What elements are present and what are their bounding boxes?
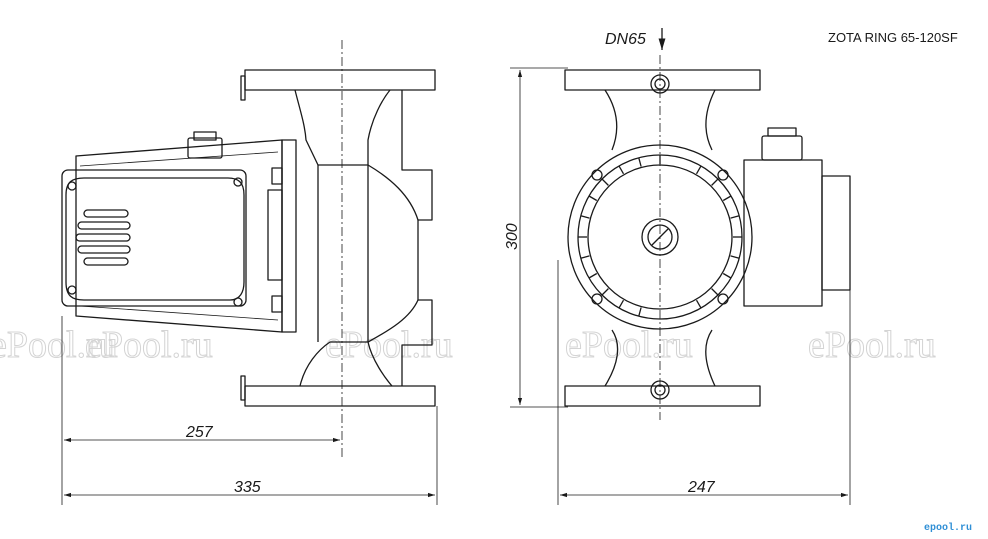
cover-screw-2 (233, 177, 243, 187)
cooling-rib (580, 215, 590, 219)
front-view (564, 55, 851, 420)
motor-lug-top (271, 167, 283, 185)
bottom-flange-bolt (240, 375, 246, 401)
cooling-rib (618, 299, 625, 309)
cooling-rib (601, 178, 609, 186)
cooling-rib (638, 157, 642, 167)
watermark-4: ePool.ru (565, 324, 693, 366)
body-upper-neck (294, 89, 391, 166)
front-lower-neck (604, 329, 716, 387)
bottom-flange (244, 385, 436, 407)
top-flange-bolt (240, 75, 246, 101)
motor-neck (267, 189, 283, 281)
cable-gland (187, 137, 223, 159)
cooling-rib (722, 272, 732, 279)
cover-screw-1 (67, 181, 77, 191)
watermark-5: ePool.ru (808, 324, 936, 366)
cooling-rib (711, 288, 719, 296)
terminal-box (61, 169, 247, 307)
vent-slots (75, 209, 131, 266)
body-right-outline (401, 90, 433, 386)
terminal-cover (65, 177, 245, 301)
dimensions: DN65 300 257 335 247 (61, 28, 851, 505)
cooling-rib (588, 272, 598, 279)
model-title: ZOTA RING 65-120SF (828, 30, 958, 45)
watermark-row: ePool.ru ePool.ru ePool.ru ePool.ru ePoo… (0, 324, 936, 367)
cooling-rib (638, 307, 642, 317)
front-cable-gland (761, 135, 803, 161)
top-flange (244, 69, 436, 91)
epool-logo: epool.ru (924, 522, 972, 534)
cooling-rib (722, 195, 732, 202)
face-screw-1 (591, 169, 603, 181)
face-screw-3 (591, 293, 603, 305)
dim-335-label: 335 (234, 479, 261, 496)
dim-247-label: 247 (687, 479, 716, 496)
front-cable-gland-nut (767, 127, 797, 137)
front-terminal-cover (821, 175, 851, 291)
volute-curves (367, 164, 419, 343)
cooling-rib (730, 255, 740, 259)
cooling-rib (601, 288, 609, 296)
motor-fins (79, 151, 279, 321)
dim-300-label: 300 (504, 223, 521, 250)
body-core (317, 165, 369, 342)
cooling-rib (580, 255, 590, 259)
dim-257-label: 257 (185, 424, 214, 441)
cooling-rib (695, 165, 702, 175)
front-bottom-flange (564, 385, 761, 407)
watermark-1: ePool.ru (0, 324, 118, 366)
cover-screw-4 (233, 297, 243, 307)
cooling-rib (730, 215, 740, 219)
face-screw-2 (717, 169, 729, 181)
front-top-flange (564, 69, 761, 91)
cooling-rib (588, 195, 598, 202)
motor-lug-bottom (271, 295, 283, 313)
front-terminal-box (743, 159, 823, 307)
side-view (61, 40, 436, 460)
watermark-2: ePool.ru (85, 324, 213, 366)
front-upper-neck (604, 89, 716, 151)
dn-label: DN65 (605, 31, 646, 48)
motor-housing (75, 139, 283, 333)
face-screw-4 (717, 293, 729, 305)
cooling-rib (618, 165, 625, 175)
cable-gland-nut (193, 131, 217, 141)
cooling-rib (695, 299, 702, 309)
cooling-rib (711, 178, 719, 186)
motor-flange (281, 139, 297, 333)
body-lower-neck (299, 341, 393, 387)
cover-screw-3 (67, 285, 77, 295)
